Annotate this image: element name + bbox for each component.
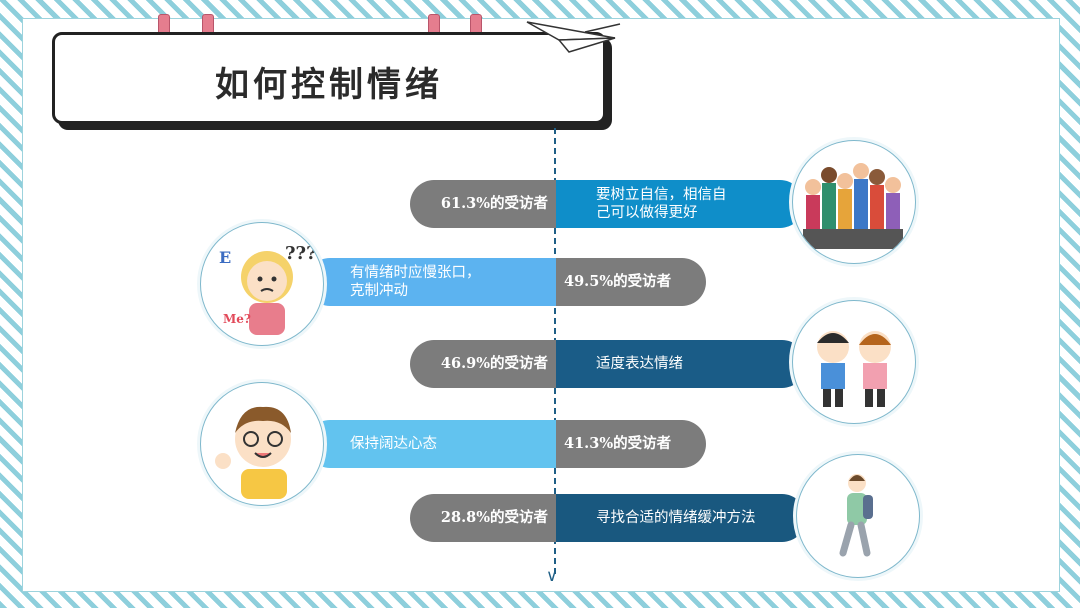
stat-pill-1: 61.3%的受访者	[410, 180, 556, 228]
text-pill-4: 保持阔达心态	[306, 420, 556, 468]
title-card: 如何控制情绪	[52, 32, 606, 124]
svg-text:Me?: Me?	[223, 312, 251, 326]
waving-kids-icon	[792, 300, 916, 424]
text-pill-5: 寻找合适的情绪缓冲方法	[556, 494, 806, 542]
chevron-down-icon: ∨	[546, 566, 558, 585]
walking-person-icon	[796, 454, 920, 578]
page-title: 如何控制情绪	[215, 65, 443, 105]
confused-girl-icon: E ??? Me?	[200, 222, 324, 346]
text-pill-1: 要树立自信，相信自 己可以做得更好	[556, 180, 804, 228]
crowd-icon	[792, 140, 916, 264]
stat-pill-4: 41.3%的受访者	[556, 420, 706, 468]
stat-pill-2: 49.5%的受访者	[556, 258, 706, 306]
text-pill-3: 适度表达情绪	[556, 340, 806, 388]
smiling-boy-icon	[200, 382, 324, 506]
svg-text:E: E	[219, 248, 231, 267]
text-pill-2: 有情绪时应慢张口， 克制冲动	[306, 258, 556, 306]
paper-plane-icon	[526, 21, 621, 53]
svg-text:???: ???	[285, 243, 317, 264]
stat-pill-3: 46.9%的受访者	[410, 340, 556, 388]
stat-pill-5: 28.8%的受访者	[410, 494, 556, 542]
